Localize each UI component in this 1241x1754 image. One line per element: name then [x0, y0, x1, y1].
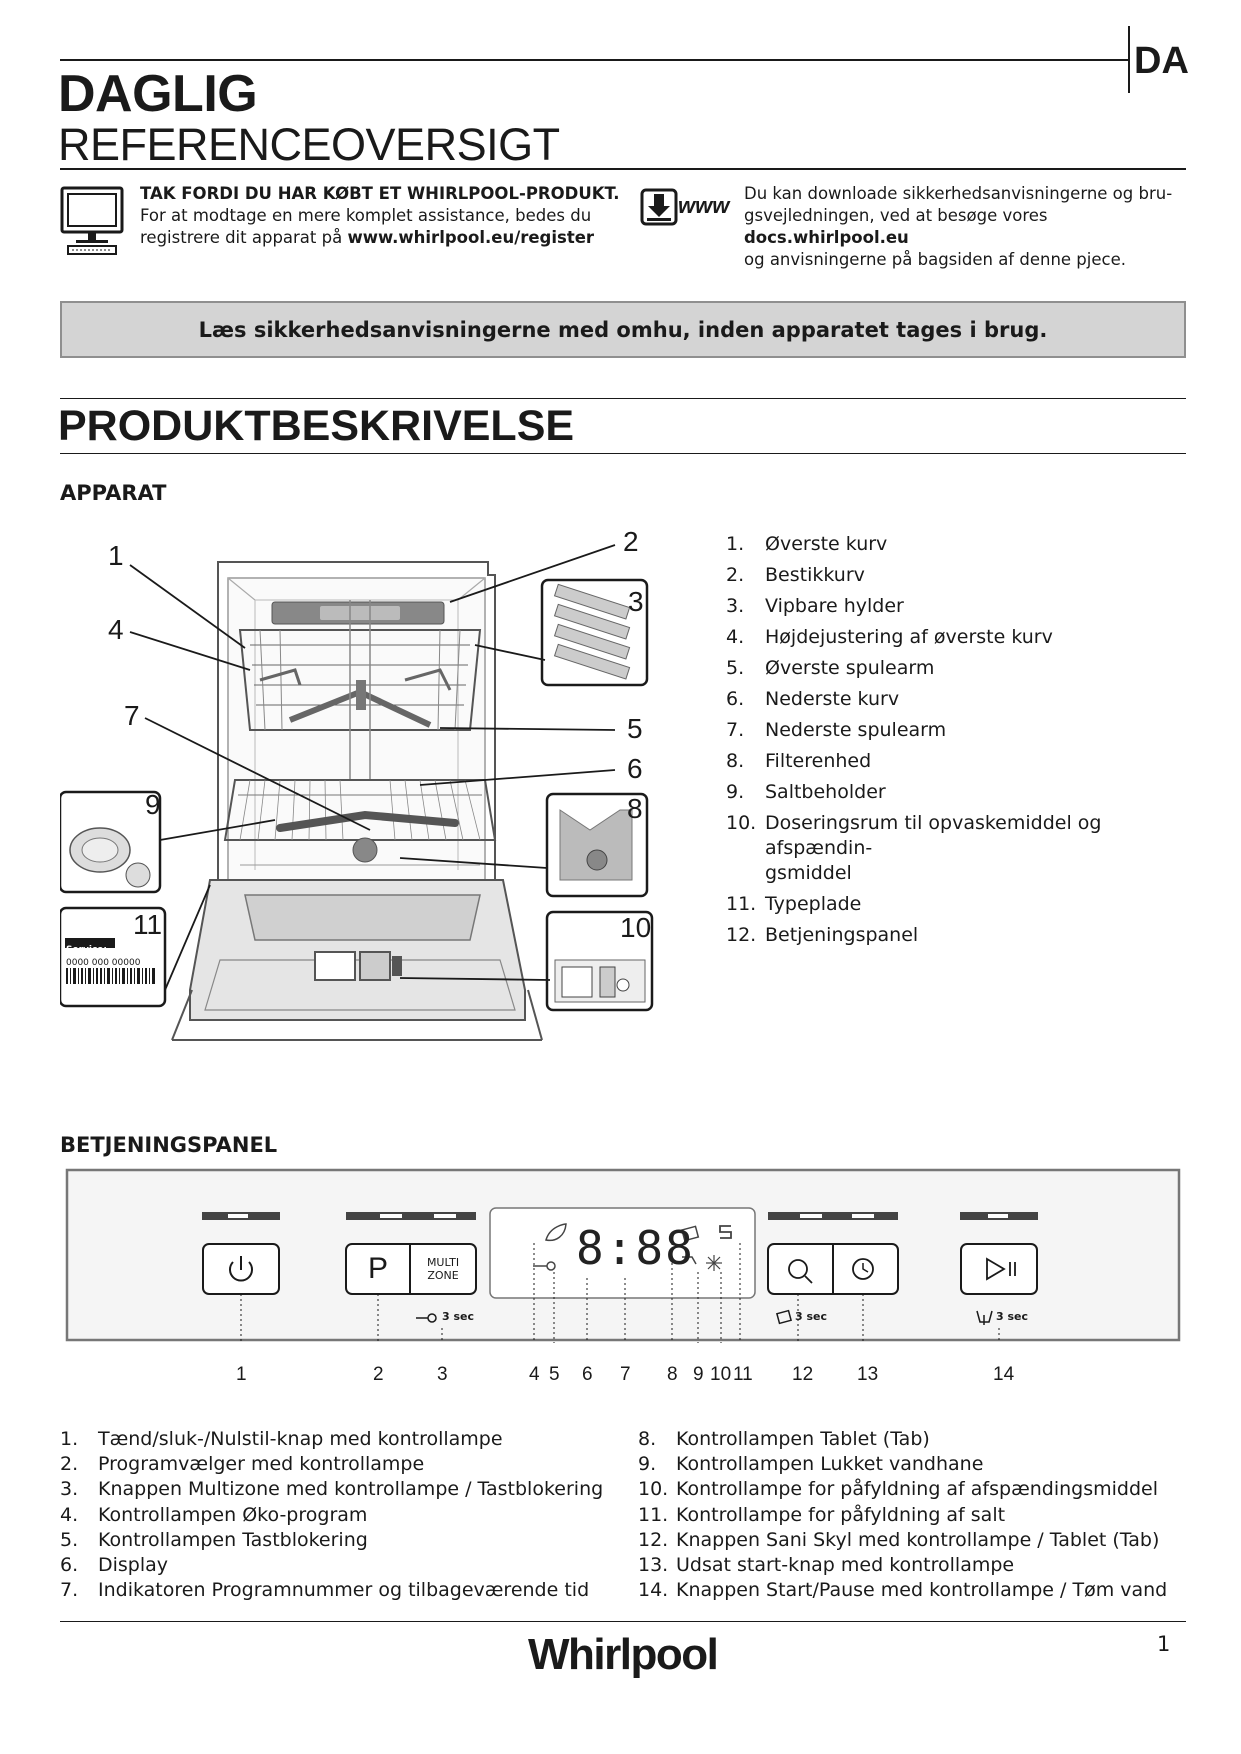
panel-number-14: 14: [993, 1364, 1015, 1385]
drain-hold-label: 3 sec: [996, 1310, 1029, 1323]
list-item: 12.Knappen Sani Skyl med kontrollampe / …: [638, 1528, 1160, 1551]
list-item: 14.Knappen Start/Pause med kontrollampe …: [638, 1579, 1168, 1602]
register-line: registrere dit apparat på www.whirlpool.…: [140, 228, 595, 247]
list-item: 7.Nederste spulearm: [726, 719, 947, 741]
panel-number-5: 5: [549, 1364, 560, 1385]
dishwasher-illustration: [58, 520, 660, 1060]
list-item: 2.Bestikkurv: [726, 564, 865, 586]
callout-6: 6: [627, 753, 643, 784]
list-item: 3.Knappen Multizone med kontrollampe / T…: [60, 1478, 604, 1501]
program-button-label: P: [367, 1252, 388, 1285]
list-item: 10.Doseringsrum til opvaskemiddel og afs…: [726, 812, 1102, 884]
section-bottom-rule: [60, 453, 1186, 454]
callout-8: 8: [627, 793, 643, 824]
list-item: 12.Betjeningspanel: [726, 924, 919, 946]
docs-link[interactable]: docs.whirlpool.eu: [744, 228, 909, 247]
list-item: 8.Filterenhed: [726, 750, 872, 772]
callout-3: 3: [628, 586, 644, 617]
delay-start-button[interactable]: [833, 1244, 898, 1294]
tablet-hold-label: 3 sec: [795, 1310, 828, 1323]
safety-notice-text: Læs sikkerhedsanvisningerne med omhu, in…: [198, 317, 1048, 342]
language-divider: [1128, 26, 1130, 93]
control-panel-heading: BETJENINGSPANEL: [60, 1133, 278, 1157]
language-code: DA: [1134, 40, 1189, 82]
header-top-rule: [60, 59, 1128, 61]
list-item: 6.Nederste kurv: [726, 688, 900, 710]
multizone-button[interactable]: MULTI ZONE: [426, 1256, 460, 1282]
callout-1: 1: [108, 540, 124, 571]
control-list-left: 1.Tænd/sluk-/Nulstil-knap med kontrollam…: [60, 1427, 640, 1603]
list-item: 3.Vipbare hylder: [726, 595, 904, 617]
key-lock-hold-label: 3 sec: [442, 1310, 475, 1323]
list-item: 11.Kontrollampe for påfyldning af salt: [638, 1503, 1006, 1526]
panel-number-8: 8: [667, 1364, 678, 1385]
list-item: 7.Indikatoren Programnummer og tilbagevæ…: [60, 1579, 590, 1602]
callout-7: 7: [124, 700, 140, 731]
registration-text: TAK FORDI DU HAR KØBT ET WHIRLPOOL-PRODU…: [140, 183, 640, 249]
callout-11: 11: [133, 909, 163, 940]
sani-rinse-button[interactable]: [768, 1244, 833, 1294]
parts-list: 1.Øverste kurv 2.Bestikkurv 3.Vipbare hy…: [726, 529, 1196, 951]
start-pause-button[interactable]: [961, 1244, 1037, 1294]
list-item: 8.Kontrollampen Tablet (Tab): [638, 1428, 930, 1450]
panel-number-2: 2: [373, 1364, 384, 1385]
control-panel-illustration: [60, 1168, 1186, 1358]
page-number: 1: [1157, 1632, 1171, 1656]
download-text: Du kan downloade sikkerhedsanvisningerne…: [744, 184, 1173, 269]
whirlpool-logo: Whirlpool: [528, 1630, 719, 1679]
assistance-text: For at modtage en mere komplet assistanc…: [140, 206, 592, 225]
power-button[interactable]: [203, 1244, 279, 1294]
list-item: 5.Øverste spulearm: [726, 657, 935, 679]
list-item: 10.Kontrollampe for påfyldning af afspæn…: [638, 1478, 1158, 1501]
panel-number-12: 12: [792, 1364, 814, 1385]
list-item: 11.Typeplade: [726, 893, 862, 915]
panel-number-13: 13: [857, 1364, 879, 1385]
header-bottom-rule: [60, 168, 1186, 170]
callout-10: 10: [620, 912, 652, 943]
appliance-heading: APPARAT: [60, 481, 167, 505]
panel-number-1: 1: [236, 1364, 247, 1385]
footer-rule: [60, 1621, 1186, 1622]
callout-2: 2: [623, 526, 639, 557]
rating-plate-service-number: 0000 000 00000: [66, 958, 141, 968]
panel-number-10: 10: [710, 1364, 732, 1385]
page-subtitle: REFERENCEOVERSIGT: [58, 119, 560, 170]
control-list-right: 8.Kontrollampen Tablet (Tab) 9.Kontrolla…: [638, 1427, 1198, 1603]
list-item: 9.Kontrollampen Lukket vandhane: [638, 1453, 984, 1476]
callout-4: 4: [108, 614, 124, 645]
rating-plate-service-label: Service:: [66, 945, 108, 955]
register-link[interactable]: www.whirlpool.eu/register: [347, 228, 595, 247]
list-item: 1.Øverste kurv: [726, 533, 888, 555]
list-item: 2.Programvælger med kontrollampe: [60, 1453, 425, 1476]
safety-notice-box: Læs sikkerhedsanvisningerne med omhu, in…: [60, 301, 1186, 358]
panel-number-11: 11: [733, 1364, 753, 1385]
list-item: 9.Saltbeholder: [726, 781, 886, 803]
panel-number-6: 6: [582, 1364, 593, 1385]
panel-number-7: 7: [620, 1364, 631, 1385]
callout-9: 9: [145, 789, 161, 820]
list-item: 5.Kontrollampen Tastblokering: [60, 1528, 368, 1551]
callout-5: 5: [627, 713, 643, 744]
thank-you-text: TAK FORDI DU HAR KØBT ET WHIRLPOOL-PRODU…: [140, 184, 620, 203]
download-www-icon: [640, 188, 734, 232]
section-top-rule: [60, 398, 1186, 399]
page-title: DAGLIG: [58, 65, 258, 123]
display-digits: 8:88: [576, 1221, 695, 1275]
panel-number-9: 9: [693, 1364, 704, 1385]
program-button[interactable]: P: [346, 1244, 410, 1294]
section-title: PRODUKTBESKRIVELSE: [58, 402, 575, 450]
list-item: 4.Kontrollampen Øko-program: [60, 1503, 368, 1526]
computer-icon: [60, 186, 124, 260]
list-item: 6.Display: [60, 1554, 169, 1577]
panel-number-3: 3: [437, 1364, 448, 1385]
list-item: 13.Udsat start-knap med kontrollampe: [638, 1554, 1015, 1577]
www-icon-label: www: [678, 193, 730, 218]
list-item: 4.Højdejustering af øverste kurv: [726, 626, 1053, 648]
list-item: 1.Tænd/sluk-/Nulstil-knap med kontrollam…: [60, 1428, 503, 1450]
panel-number-4: 4: [529, 1364, 540, 1385]
